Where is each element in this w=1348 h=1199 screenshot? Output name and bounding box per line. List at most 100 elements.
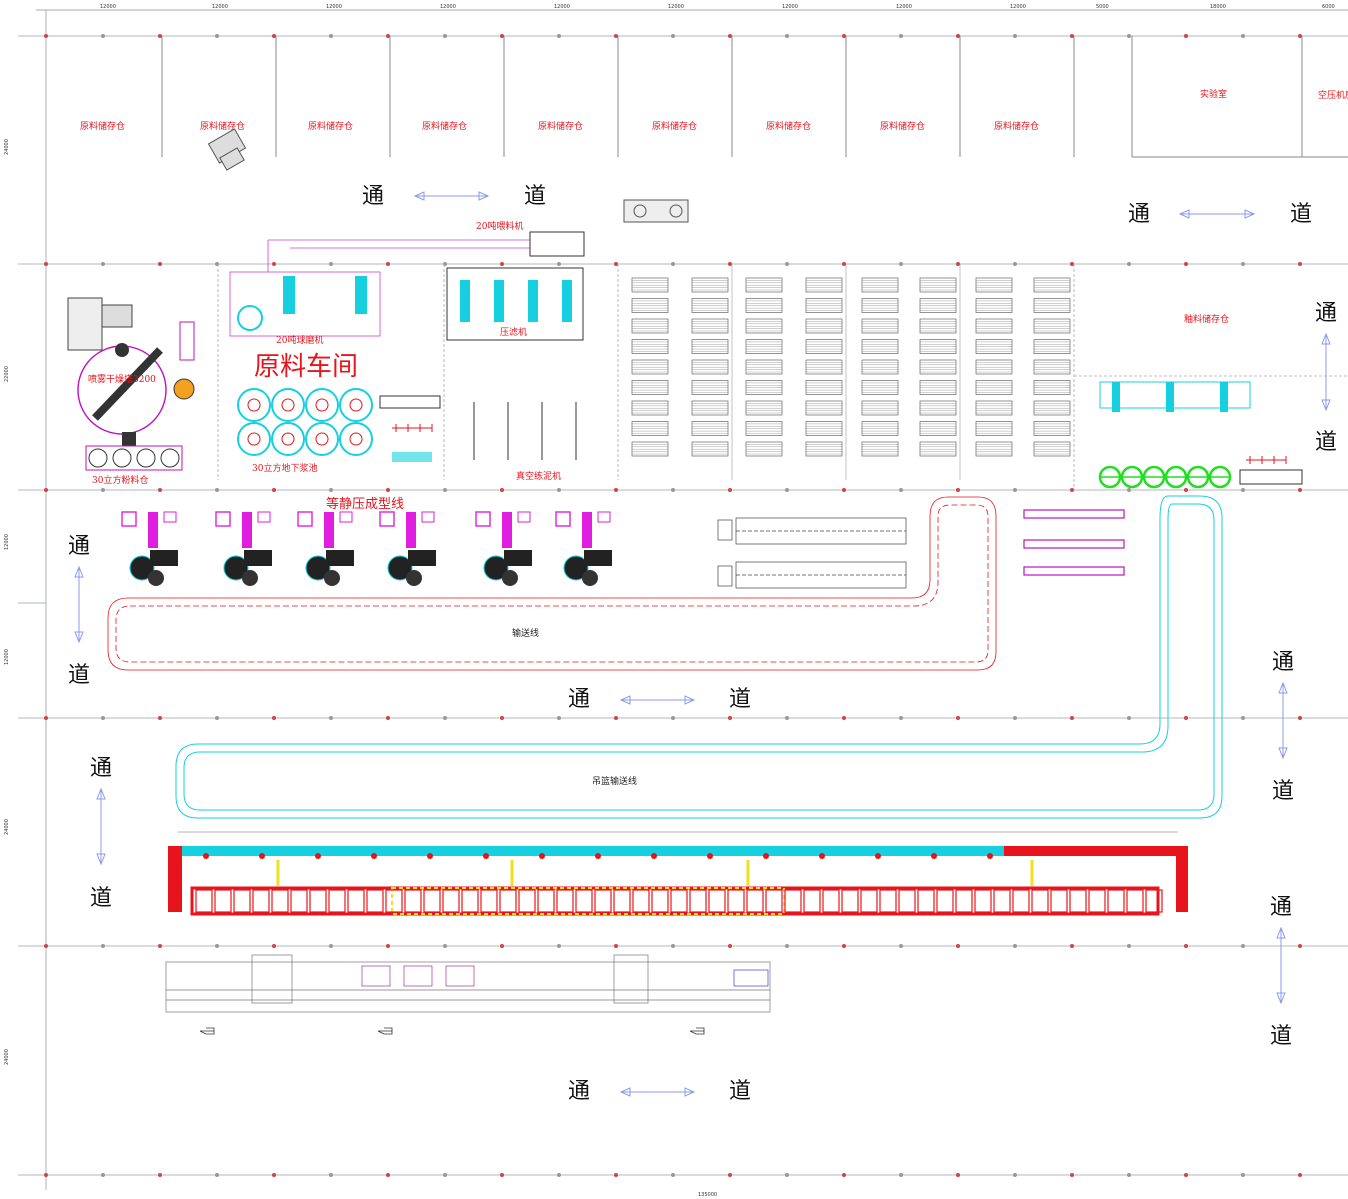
rack-unit [861,298,899,313]
column-marker [899,34,903,38]
svg-text:12000: 12000 [668,4,684,10]
column-marker [386,944,390,948]
svg-text:道: 道 [1315,430,1337,455]
column-marker [728,716,732,720]
column-marker [1298,1173,1302,1177]
slurry-tank-core [315,398,329,412]
svg-text:6000: 6000 [1322,4,1335,10]
column-marker [158,944,162,948]
svg-text:通: 通 [1128,202,1150,227]
column-marker [1127,262,1131,266]
press-rotor [563,555,589,581]
column-marker [899,488,903,492]
svg-text:5000: 5000 [1096,4,1109,10]
kiln-car [575,889,593,913]
column-marker [329,1173,333,1177]
slurry-tank-core [247,432,261,446]
rack-unit [975,339,1013,354]
kiln-car [366,889,384,913]
kiln-car [290,889,308,913]
kiln-car [195,889,213,913]
ball-mill-label: 20吨球磨机 [276,334,323,346]
kiln-car [936,889,954,913]
rack-unit [919,339,957,354]
column-marker [1013,1173,1017,1177]
column-marker [557,262,561,266]
column-marker [1241,716,1245,720]
rack-unit [631,421,669,436]
rack-unit [975,318,1013,334]
column-marker [899,716,903,720]
svg-text:12000: 12000 [782,4,798,10]
column-marker [1127,944,1131,948]
svg-text:通: 通 [68,534,90,559]
kiln-car [1069,889,1087,913]
aisle-right-upper: 通 道 [1315,301,1337,455]
isostatic-press [379,511,436,586]
kiln-burner [259,853,265,859]
column-marker [1298,944,1302,948]
column-marker [1241,1173,1245,1177]
column-marker [842,262,846,266]
column-marker [329,944,333,948]
aisle-bottom: 通 道 [568,1079,751,1104]
column-marker [785,716,789,720]
aisle-left-mid: 通 道 [68,534,90,688]
svg-text:道: 道 [90,886,112,911]
column-marker [1184,944,1188,948]
svg-text:通: 通 [1315,301,1337,326]
rack-unit [691,318,729,334]
column-marker [557,944,561,948]
svg-text:通: 通 [362,184,384,209]
kiln-car [993,889,1011,913]
column-marker [272,944,276,948]
kiln-burner [651,853,657,859]
rack-unit [691,441,729,457]
rack-unit [631,380,669,395]
column-marker [614,34,618,38]
rack-unit [861,400,899,416]
column-marker [1013,716,1017,720]
slurry-tank [237,388,271,422]
column-marker [842,34,846,38]
feeder: 20吨喂料机 [476,220,585,257]
column-marker [272,1173,276,1177]
press-column [502,512,512,548]
press-base [584,550,612,566]
rack-unit [805,359,843,375]
svg-text:通: 通 [1272,650,1294,675]
column-marker [386,1173,390,1177]
drying-carts [1023,509,1125,576]
rack-unit [1033,400,1071,416]
kiln-car [499,889,517,913]
rack-unit [745,339,783,354]
kiln-car [328,889,346,913]
column-marker [956,716,960,720]
svg-text:24000: 24000 [4,139,10,155]
storage-bay-label: 原料储存仓 [422,120,467,132]
pug-mill-label: 真空练泥机 [516,470,561,482]
press-base [326,550,354,566]
kiln-car [404,889,422,913]
rack-unit [861,359,899,375]
column-marker [158,716,162,720]
filter-cartridges [379,395,441,462]
column-marker [44,488,48,492]
kiln-car [214,889,232,913]
storage-racks [631,264,1071,480]
press-wheel [324,570,340,586]
column-marker [101,944,105,948]
column-marker [1184,716,1188,720]
slurry-tank [339,422,373,456]
rack-unit [1033,441,1071,457]
svg-text:12000: 12000 [326,4,342,10]
spray-tower-label: 喷雾干燥塔3200 [88,373,156,385]
rack-unit [919,318,957,334]
column-marker [500,716,504,720]
glazing-machines [717,517,907,589]
kiln-car [385,889,403,913]
kiln-car [1012,889,1030,913]
loader-icon [623,199,689,223]
aisle-center-mid: 通 道 [568,687,751,712]
